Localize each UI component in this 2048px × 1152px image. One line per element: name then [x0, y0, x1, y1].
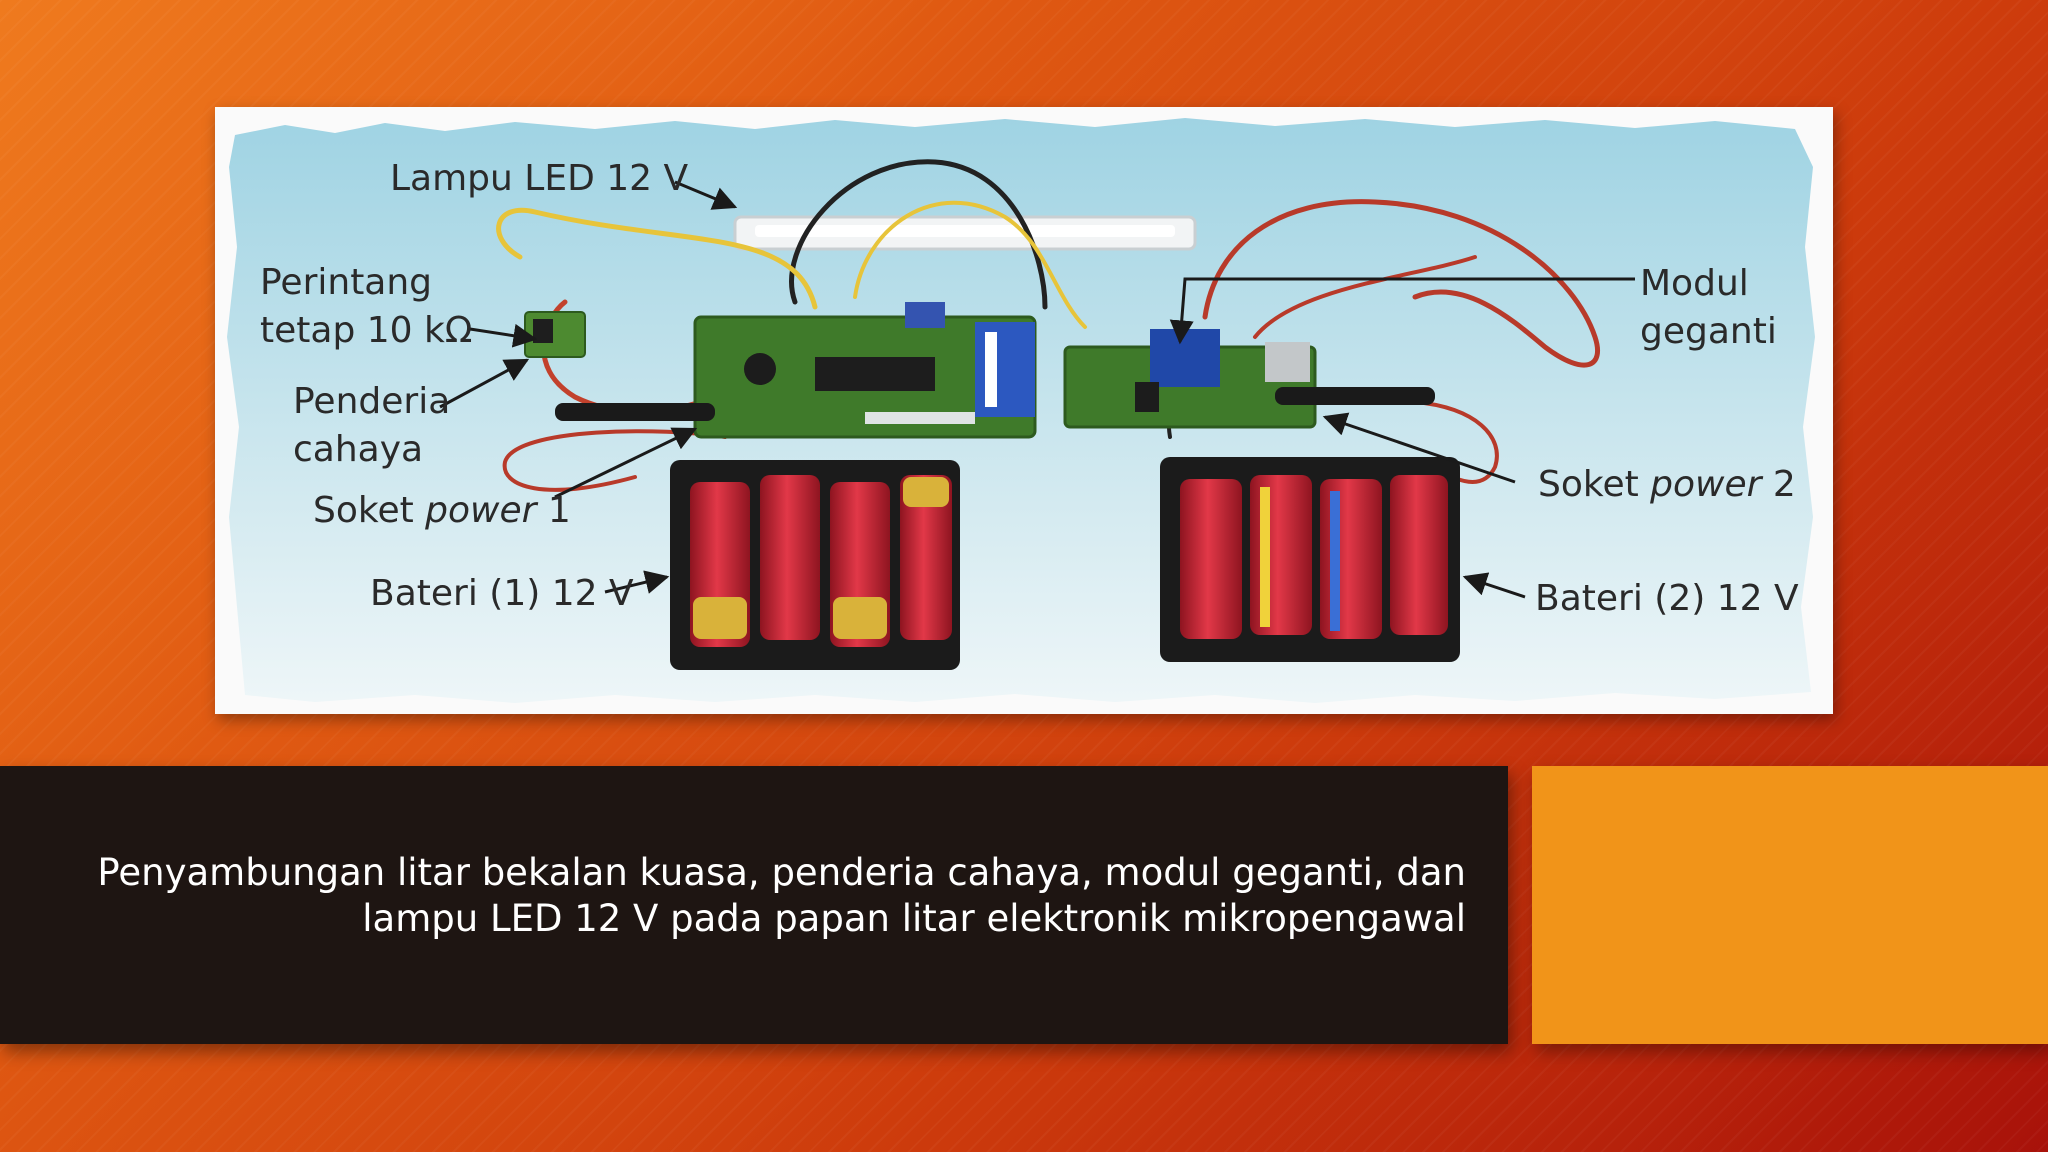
circuit-figure: Lampu LED 12 V Perintang tetap 10 kΩ Pen…: [215, 107, 1833, 714]
label-sensor-line1: Penderia: [293, 381, 450, 422]
caption-line-2: lampu LED 12 V pada papan litar elektron…: [362, 897, 1466, 940]
label-battery-2: Bateri (2) 12 V: [1535, 578, 1799, 619]
label-battery-1: Bateri (1) 12 V: [370, 573, 634, 614]
label-resistor-line2: tetap 10 kΩ: [260, 310, 472, 351]
label-led-lamp: Lampu LED 12 V: [390, 158, 689, 199]
label-socket-2: Soket power 2: [1538, 464, 1796, 505]
label-relay-line1: Modul: [1640, 263, 1749, 304]
label-relay-line2: geganti: [1640, 311, 1777, 352]
caption-line-1: Penyambungan litar bekalan kuasa, pender…: [97, 851, 1466, 894]
circuit-illustration: Lampu LED 12 V Perintang tetap 10 kΩ Pen…: [227, 118, 1815, 703]
label-resistor-line1: Perintang: [260, 262, 432, 303]
slide-caption: Penyambungan litar bekalan kuasa, pender…: [36, 850, 1466, 942]
power-plug-2: [1275, 387, 1435, 405]
accent-block: [1532, 766, 2048, 1044]
callout-arrows: [439, 180, 1635, 599]
caption-bar: Penyambungan litar bekalan kuasa, pender…: [0, 766, 1508, 1044]
power-plug-1: [555, 403, 715, 421]
battery-holder-1: [670, 460, 960, 670]
main-pcb: [693, 302, 1037, 439]
label-socket-1: Soket power 1: [313, 490, 571, 531]
battery-holder-2: [1160, 457, 1460, 662]
label-sensor-line2: cahaya: [293, 429, 423, 470]
